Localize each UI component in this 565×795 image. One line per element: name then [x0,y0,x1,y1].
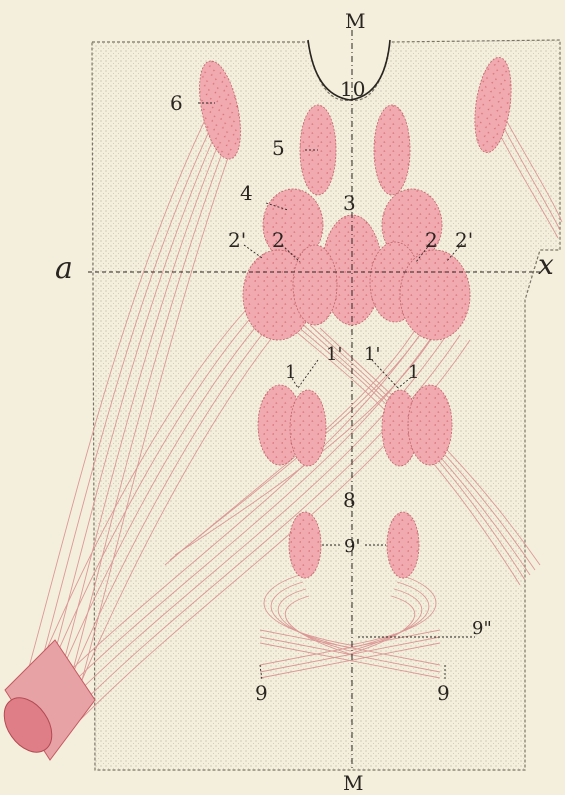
label-axis-x: x [538,248,554,281]
label-6: 6 [170,91,183,115]
label-8: 8 [343,488,356,512]
label-1-right: 1 [408,362,419,383]
label-10: 10 [340,77,365,101]
nucleus-9p-left [289,512,321,578]
nucleus-1p-left [290,390,326,466]
nucleus-2-left [293,245,337,325]
label-1-left: 1 [285,362,296,383]
label-9p: 9' [344,536,360,557]
label-M-top: M [345,9,365,33]
label-M-bottom: M [343,771,363,795]
label-9-right: 9 [437,681,450,705]
label-2-left: 2 [272,228,285,252]
label-9pp: 9" [472,618,492,639]
label-2p-left: 2' [228,228,246,252]
nucleus-1-right [408,385,452,465]
label-1p-right: 1' [364,344,380,365]
label-9-left: 9 [255,681,268,705]
label-2p-right: 2' [455,228,473,252]
label-4: 4 [240,181,253,205]
nucleus-2p-right [400,250,470,340]
nucleus-5-right [374,105,410,195]
nucleus-9p-right [387,512,419,578]
label-axis-a: a [55,251,73,286]
label-2-right: 2 [425,228,438,252]
nerve-root-bundle [0,640,95,761]
label-5: 5 [272,136,285,160]
label-3: 3 [343,191,356,215]
label-1p-left: 1' [326,344,342,365]
